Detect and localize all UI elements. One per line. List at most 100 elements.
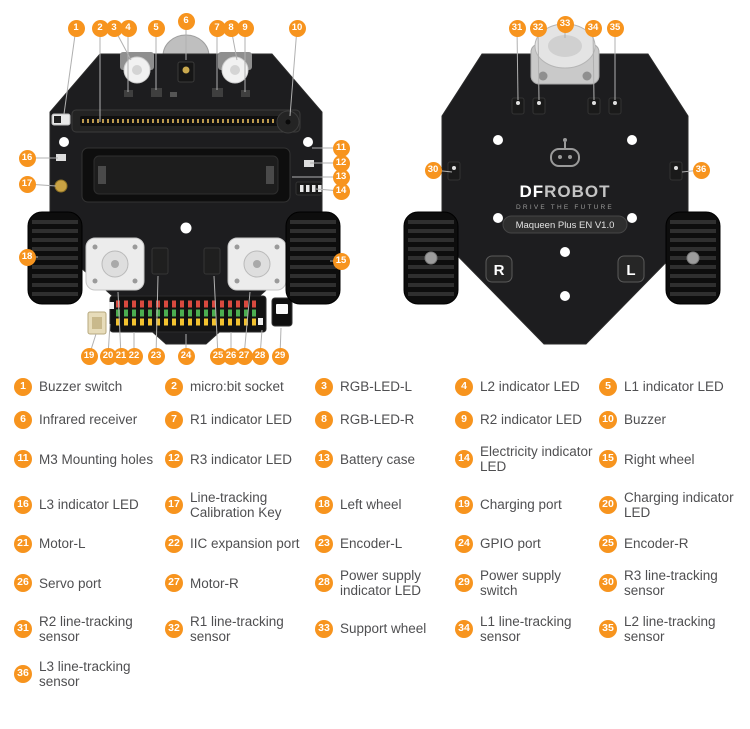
legend-label: Support wheel bbox=[340, 621, 427, 637]
charging-port-part bbox=[87, 311, 107, 335]
callout-badge: 30 bbox=[424, 161, 442, 179]
callout-badge: 7 bbox=[208, 19, 226, 37]
legend-number-badge: 33 bbox=[315, 619, 333, 638]
callout-badge: 9 bbox=[236, 19, 254, 37]
legend-number-badge: 25 bbox=[599, 535, 617, 553]
legend-label: R2 indicator LED bbox=[480, 412, 583, 428]
legend-number-badge: 9 bbox=[455, 411, 473, 429]
leader-line bbox=[63, 27, 77, 115]
gpio-port-part bbox=[109, 295, 267, 333]
dfrobot-logo: DFROBOT DRIVE THE FUTURE Maqueen Plus EN… bbox=[502, 138, 628, 234]
legend-label: GPIO port bbox=[480, 536, 541, 552]
svg-text:L: L bbox=[626, 262, 635, 279]
legend-number-badge: 17 bbox=[165, 495, 183, 514]
motor-l-part bbox=[85, 237, 145, 291]
leader-line bbox=[516, 27, 519, 101]
legend-label: RGB-LED-L bbox=[340, 379, 413, 395]
callout-badge: 26 bbox=[222, 347, 240, 365]
r3-indicator-led-part bbox=[304, 160, 314, 167]
leader-line bbox=[243, 291, 251, 357]
legend-number-badge: 4 bbox=[455, 378, 473, 396]
infrared-receiver-part bbox=[177, 61, 195, 83]
callout-badge: 34 bbox=[584, 19, 602, 37]
legend-label: M3 Mounting holes bbox=[39, 451, 154, 467]
battery-case-part bbox=[81, 147, 291, 203]
callout-badge: 8 bbox=[222, 19, 240, 37]
legend-label: L2 line-tracking sensor bbox=[624, 613, 716, 644]
legend-number-badge: 11 bbox=[14, 450, 32, 469]
legend-item: 9 R2 indicator LED bbox=[455, 411, 599, 429]
legend-label: Motor-L bbox=[39, 536, 86, 552]
legend-number-badge: 31 bbox=[14, 619, 32, 638]
legend-label: Buzzer bbox=[624, 412, 667, 428]
callout-badge: 28 bbox=[251, 347, 269, 365]
callout-badge: 33 bbox=[556, 15, 574, 33]
legend-label: Buzzer switch bbox=[39, 379, 123, 395]
power-supply-indicator-led-part bbox=[258, 318, 263, 325]
legend-item: 6 Infrared receiver bbox=[14, 411, 165, 429]
model-text: Maqueen Plus EN V1.0 bbox=[516, 220, 615, 231]
legend-label: Infrared receiver bbox=[39, 412, 138, 428]
leader-lines bbox=[26, 21, 702, 357]
legend-item: 18 Left wheel bbox=[315, 490, 455, 521]
legend-number-badge: 18 bbox=[315, 495, 333, 514]
marker-l: L bbox=[617, 255, 645, 283]
robot-back-view: DFROBOT DRIVE THE FUTURE Maqueen Plus EN… bbox=[403, 23, 720, 345]
legend-number-badge: 2 bbox=[165, 378, 183, 396]
legend-label: micro:bit socket bbox=[190, 379, 284, 395]
encoder-r-part bbox=[203, 247, 221, 275]
legend-label: L1 line-tracking sensor bbox=[480, 613, 572, 644]
leader-line bbox=[213, 275, 219, 357]
legend-number-badge: 15 bbox=[599, 450, 617, 469]
brand-text: DFROBOT bbox=[519, 182, 610, 201]
legend-number-badge: 12 bbox=[165, 450, 183, 469]
callout-badge: 21 bbox=[112, 347, 130, 365]
callout-badge: 16 bbox=[18, 149, 36, 167]
legend-number-badge: 19 bbox=[455, 495, 473, 514]
callout-badge: 12 bbox=[332, 154, 350, 172]
legend-label: L1 indicator LED bbox=[624, 379, 724, 395]
legend-label: R3 indicator LED bbox=[190, 451, 293, 467]
callout-badge: 20 bbox=[99, 347, 117, 365]
r3-line-tracking-sensor-part bbox=[447, 161, 461, 181]
legend-label: Left wheel bbox=[340, 497, 402, 513]
legend-label: IIC expansion port bbox=[190, 536, 300, 552]
leader-line bbox=[537, 27, 540, 101]
callout-badge: 3 bbox=[105, 19, 123, 37]
legend-number-badge: 6 bbox=[14, 411, 32, 429]
legend-number-badge: 29 bbox=[455, 574, 473, 593]
l3-indicator-led-part bbox=[56, 154, 66, 161]
legend-label: Electricity indicator LED bbox=[480, 444, 593, 475]
callout-badge: 22 bbox=[125, 347, 143, 365]
legend-item: 12 R3 indicator LED bbox=[165, 444, 315, 475]
legend-label: L3 indicator LED bbox=[39, 497, 139, 513]
callout-badge: 14 bbox=[332, 182, 350, 200]
callout-badge: 6 bbox=[177, 12, 195, 30]
svg-text:R: R bbox=[494, 262, 505, 279]
legend-number-badge: 30 bbox=[599, 574, 617, 593]
callout-badge: 23 bbox=[147, 347, 165, 365]
legend-number-badge: 13 bbox=[315, 450, 333, 469]
model-tag bbox=[502, 215, 628, 234]
legend-item: 2 micro:bit socket bbox=[165, 378, 315, 396]
callout-badge: 15 bbox=[332, 252, 350, 270]
marker-r: R bbox=[485, 255, 513, 283]
robot-front-view bbox=[27, 34, 340, 345]
